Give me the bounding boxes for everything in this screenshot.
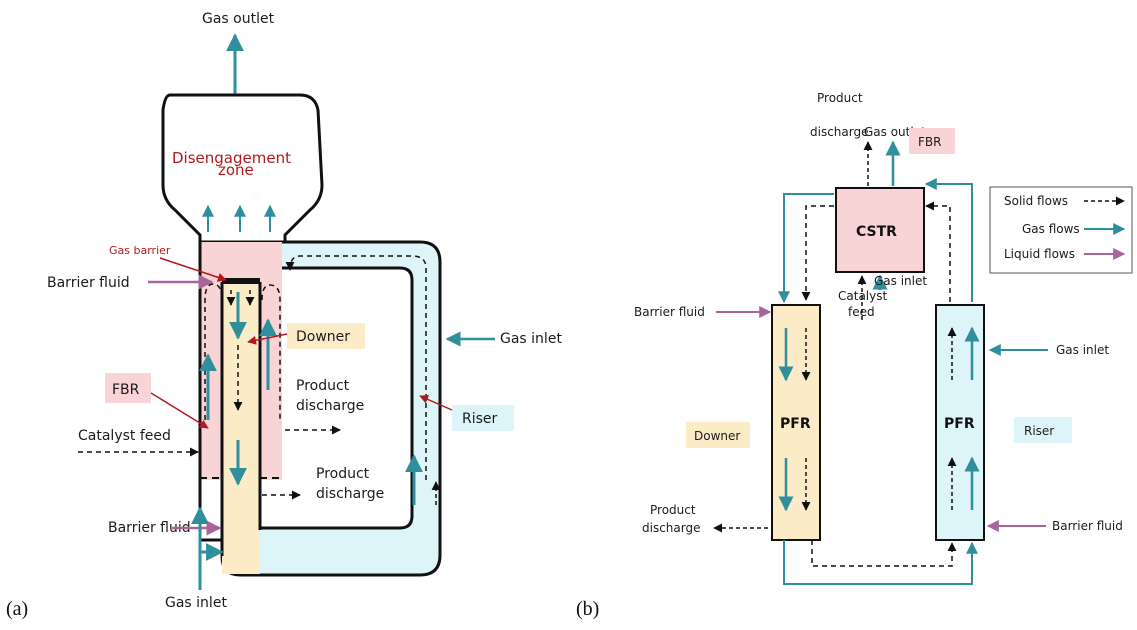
downer-channel — [222, 282, 260, 574]
disengagement-label-1: Disengagement — [172, 149, 291, 167]
panel-a: Gas outlet Disengagement zone — [6, 11, 562, 620]
panel-a-label: (a) — [6, 598, 28, 620]
fbr-b-label: FBR — [918, 135, 941, 149]
catalyst-feed-b-1: Catalyst — [838, 289, 887, 303]
gas-inlet-bottom-label: Gas inlet — [165, 595, 227, 611]
pfr-right-column — [935, 304, 985, 541]
panel-b: CSTR Product discharge Gas outlet FBR Ga… — [576, 91, 1133, 620]
pfr-right-label: PFR — [944, 416, 975, 432]
product-discharge-mid-2: discharge — [296, 398, 364, 414]
product-discharge-low-1: Product — [316, 466, 370, 482]
riser-b-label: Riser — [1024, 424, 1054, 438]
legend-solid-label: Solid flows — [1004, 194, 1068, 208]
cstr-box — [835, 187, 925, 273]
downer-b-label: Downer — [694, 429, 740, 443]
legend-gas-label: Gas flows — [1022, 222, 1080, 236]
legend-liquid-label: Liquid flows — [1004, 247, 1075, 261]
pfr-left-label: PFR — [780, 416, 811, 432]
product-discharge-bottom-1: Product — [650, 503, 696, 517]
gas-inlet-right-b-label: Gas inlet — [1056, 343, 1109, 357]
disengagement-label-2: zone — [218, 161, 254, 179]
catalyst-feed-label: Catalyst feed — [78, 428, 171, 444]
barrier-fluid-right-label: Barrier fluid — [1052, 519, 1123, 533]
barrier-fluid-left-label: Barrier fluid — [634, 305, 705, 319]
panel-b-label: (b) — [576, 598, 599, 620]
riser-label: Riser — [462, 411, 498, 427]
catalyst-feed-b-2: feed — [848, 305, 875, 319]
gas-barrier-label: Gas barrier — [109, 244, 171, 257]
fbr-label: FBR — [112, 382, 140, 398]
product-discharge-top-1: Product — [817, 91, 863, 105]
product-discharge-top-2: discharge — [810, 125, 868, 139]
barrier-fluid-bottom-label: Barrier fluid — [108, 520, 191, 536]
downer-label: Downer — [296, 329, 350, 345]
product-discharge-mid-1: Product — [296, 378, 350, 394]
barrier-fluid-top-label: Barrier fluid — [47, 275, 130, 291]
gas-outlet-label: Gas outlet — [202, 11, 275, 27]
product-discharge-bottom-2: discharge — [642, 521, 700, 535]
gas-inlet-cstr-label: Gas inlet — [874, 274, 927, 288]
riser-inner-wall — [258, 266, 414, 530]
gas-barrier-plate — [222, 278, 260, 284]
cstr-label: CSTR — [856, 224, 897, 240]
product-discharge-low-2: discharge — [316, 486, 384, 502]
gas-inlet-right-label: Gas inlet — [500, 331, 562, 347]
riser-solid-loop — [285, 255, 427, 480]
